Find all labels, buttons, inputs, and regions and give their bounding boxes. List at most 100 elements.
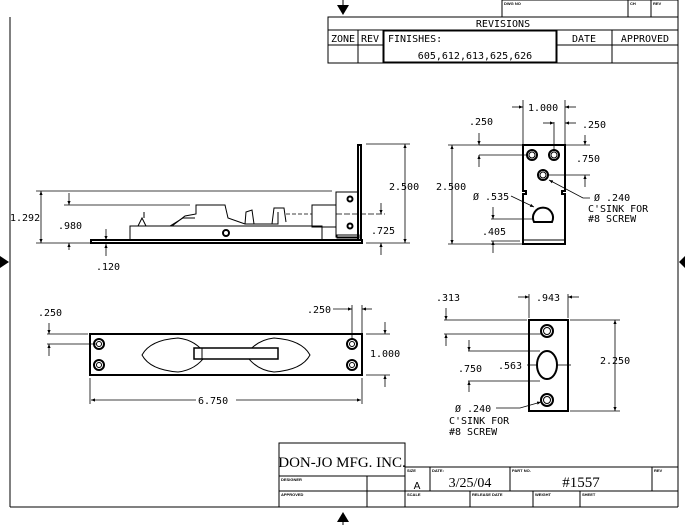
drawing-shape bbox=[532, 206, 554, 223]
drawing-shape bbox=[150, 204, 279, 227]
approved-label: APPROVED bbox=[281, 492, 304, 497]
csink-note-strike: C'SINK FOR bbox=[449, 416, 510, 427]
drawing-shape bbox=[311, 204, 337, 228]
col-finishes: FINISHES: bbox=[388, 34, 442, 45]
date-label: DATE: bbox=[432, 468, 444, 473]
drawing-shape bbox=[245, 337, 311, 373]
hole-outline bbox=[222, 229, 230, 237]
dim-0-750-end: .750 bbox=[576, 154, 600, 165]
hole-outline bbox=[96, 362, 102, 368]
hole-outline bbox=[540, 324, 554, 338]
hole-outline bbox=[93, 359, 105, 371]
drawing-shape bbox=[522, 144, 566, 245]
col-rev: REV bbox=[361, 34, 379, 45]
dim-0-250-right: .250 bbox=[582, 120, 606, 131]
hole-outline bbox=[96, 341, 102, 347]
hole-outline bbox=[540, 393, 554, 407]
weight-label: WEIGHT bbox=[535, 492, 552, 497]
center-arrow-right-icon bbox=[679, 256, 685, 268]
drawing-shape bbox=[244, 209, 255, 225]
col-date: DATE bbox=[572, 34, 596, 45]
hole-outline bbox=[346, 222, 354, 230]
dim-2-500-end: 2.500 bbox=[436, 182, 466, 193]
drawing-shape bbox=[496, 401, 542, 409]
side-view: 1.292 .980 .120 2.500 .725 bbox=[10, 143, 419, 273]
dim-6-750: 6.750 bbox=[198, 396, 228, 407]
dim-0-250-top-left: .250 bbox=[38, 308, 62, 319]
drawing-shape bbox=[327, 16, 679, 64]
ch-label: CH bbox=[630, 1, 636, 6]
scale-label: SCALE bbox=[407, 492, 421, 497]
col-approved: APPROVED bbox=[621, 34, 669, 45]
drawing-shape bbox=[137, 212, 147, 227]
end-plate-view: 1.000 .250 .250 .750 2.500 Ø .535 .405 Ø… bbox=[436, 100, 649, 253]
size-label: SIZE bbox=[407, 468, 416, 473]
center-arrow-top-icon bbox=[337, 5, 349, 15]
hole-outline bbox=[539, 171, 547, 179]
part-no-value: #1557 bbox=[562, 475, 600, 491]
hole-outline bbox=[346, 195, 354, 203]
release-date-label: RELEASE DATE bbox=[472, 492, 503, 497]
hole-outline bbox=[543, 327, 551, 335]
dim-0-980: .980 bbox=[58, 221, 82, 232]
drawing-shape bbox=[129, 225, 323, 241]
hole-outline bbox=[528, 151, 536, 159]
finishes-value: 605,612,613,625,626 bbox=[418, 51, 532, 62]
csink-note-end: C'SINK FOR bbox=[588, 204, 649, 215]
col-zone: ZONE bbox=[331, 34, 355, 45]
dim-2-250: 2.250 bbox=[600, 356, 630, 367]
dim-2-500-side: 2.500 bbox=[389, 182, 419, 193]
top-view: .250 .250 1.000 6.750 bbox=[38, 305, 400, 407]
drawing-shape bbox=[193, 347, 279, 360]
revisions-title: REVISIONS bbox=[476, 19, 530, 30]
drawing-shape bbox=[278, 442, 406, 508]
drawing-shape bbox=[536, 350, 558, 380]
drawing-shape bbox=[548, 179, 590, 199]
drawing-shape bbox=[528, 319, 569, 412]
dim-1-292: 1.292 bbox=[10, 213, 40, 224]
dim-0-250-left: .250 bbox=[469, 117, 493, 128]
screw-note-strike: #8 SCREW bbox=[449, 427, 498, 438]
dim-dia-0-240-strike: Ø .240 bbox=[455, 403, 491, 415]
part-no-label: PART NO. bbox=[512, 468, 531, 473]
dim-0-750-strike: .750 bbox=[458, 364, 482, 375]
hole-outline bbox=[346, 359, 358, 371]
rev-top-label: REV bbox=[653, 1, 662, 6]
dim-1-000-top: 1.000 bbox=[370, 349, 400, 360]
drawing-line bbox=[510, 195, 535, 208]
strike-view: .943 .313 2.250 .750 .563 Ø .240 C'SINK … bbox=[436, 293, 630, 438]
drawing-shape bbox=[89, 333, 363, 376]
dim-dia-0-535: Ø .535 bbox=[473, 191, 509, 203]
center-arrow-bottom-icon bbox=[337, 512, 349, 522]
dim-0-250-top-right: .250 bbox=[307, 305, 331, 316]
hole-outline bbox=[543, 396, 551, 404]
screw-note-end: #8 SCREW bbox=[588, 214, 637, 225]
dim-0-120: .120 bbox=[96, 262, 120, 273]
dwg-no-label: DWG NO bbox=[504, 1, 521, 6]
hole-outline bbox=[346, 338, 358, 350]
dim-0-943: .943 bbox=[536, 293, 560, 304]
designer-label: DESIGNER bbox=[281, 477, 302, 482]
dim-0-563: .563 bbox=[498, 361, 522, 372]
size-value: A bbox=[414, 481, 421, 492]
drawing-shape bbox=[169, 217, 195, 227]
hole-outline bbox=[349, 341, 355, 347]
drawing-shape bbox=[383, 30, 557, 63]
rev-label: REV bbox=[654, 468, 663, 473]
drawing-shape bbox=[336, 234, 360, 239]
drawing-shape bbox=[271, 207, 287, 225]
company-name: DON-JO MFG. INC. bbox=[278, 455, 406, 471]
dim-0-405: .405 bbox=[482, 227, 506, 238]
dim-1-000-end: 1.000 bbox=[528, 103, 558, 114]
sheet-label: SHEET bbox=[582, 492, 596, 497]
title-block: DON-JO MFG. INC. DESIGNER APPROVED SIZE … bbox=[270, 442, 678, 508]
dim-0-725: .725 bbox=[371, 226, 395, 237]
dim-dia-0-240-end: Ø .240 bbox=[594, 192, 630, 204]
dim-0-313: .313 bbox=[436, 293, 460, 304]
hole-outline bbox=[349, 362, 355, 368]
date-value: 3/25/04 bbox=[449, 476, 492, 491]
center-arrow-left-icon bbox=[0, 256, 9, 268]
hole-outline bbox=[550, 151, 558, 159]
drawing-shape bbox=[501, 0, 679, 18]
